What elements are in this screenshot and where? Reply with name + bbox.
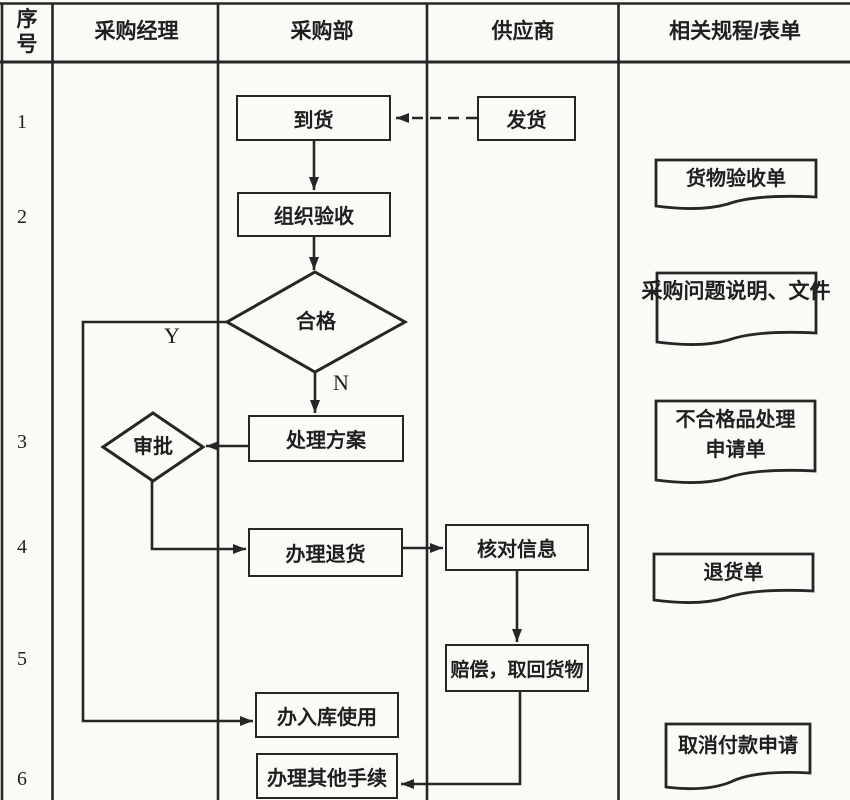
node-plan: 处理方案 bbox=[248, 415, 404, 462]
doc-issue-note-label: 采购问题说明、文件 bbox=[641, 279, 831, 303]
doc-nonconforming-line1: 不合格品处理 bbox=[675, 409, 796, 431]
seq-number-5: 5 bbox=[17, 647, 27, 670]
seq-number-4: 4 bbox=[17, 535, 27, 558]
doc-nonconforming-line2: 申请单 bbox=[705, 439, 766, 461]
node-verify: 核对信息 bbox=[445, 524, 589, 571]
seq-number-3: 3 bbox=[17, 430, 27, 453]
doc-nonconforming-shape bbox=[654, 399, 817, 484]
decision-qualified-shape bbox=[223, 270, 409, 374]
decision-approve-shape bbox=[100, 411, 206, 483]
doc-cancel-payment-label: 取消付款申请 bbox=[678, 734, 798, 757]
doc-issue-note-shape bbox=[655, 271, 818, 346]
node-other: 办理其他手续 bbox=[256, 753, 398, 799]
decision-qualified-label: 合格 bbox=[296, 310, 336, 333]
doc-cancel-payment-shape bbox=[664, 722, 812, 791]
branch-yes-label: Y bbox=[164, 323, 180, 349]
doc-return-form-shape bbox=[652, 552, 815, 604]
node-warehouse: 办入库使用 bbox=[255, 692, 399, 738]
lane-header-seq: 序 号 bbox=[2, 6, 52, 58]
doc-nonconforming-label: 不合格品处理 申请单 bbox=[655, 405, 816, 465]
doc-return-form-label: 退货单 bbox=[703, 561, 764, 584]
lane-header-manager: 采购经理 bbox=[94, 19, 179, 43]
lane-header-department: 采购部 bbox=[290, 19, 354, 43]
lane-header-docs: 相关规程/表单 bbox=[669, 19, 801, 43]
connectors bbox=[81, 113, 522, 789]
decision-approve-label: 审批 bbox=[133, 435, 173, 458]
node-return: 办理退货 bbox=[248, 528, 403, 577]
node-arrive: 到货 bbox=[236, 95, 391, 141]
node-compensate: 赔偿，取回货物 bbox=[445, 644, 589, 692]
edge-approve-to-return bbox=[150, 481, 246, 554]
node-ship: 发货 bbox=[477, 96, 576, 141]
seq-number-2: 2 bbox=[17, 205, 27, 228]
lane-header-seq-line1: 序 bbox=[16, 8, 38, 31]
branch-no-label: N bbox=[333, 370, 349, 396]
edge-qualified-yes-to-warehouse bbox=[81, 320, 253, 726]
node-inspect: 组织验收 bbox=[237, 192, 391, 237]
doc-receipt-label: 货物验收单 bbox=[686, 167, 786, 190]
edge-compensate-to-other bbox=[401, 692, 522, 789]
doc-receipt-shape bbox=[654, 158, 818, 210]
lane-header-seq-line2: 号 bbox=[16, 33, 38, 56]
seq-number-1: 1 bbox=[17, 110, 27, 133]
seq-number-6: 6 bbox=[17, 767, 27, 790]
lane-header-supplier: 供应商 bbox=[491, 19, 555, 43]
